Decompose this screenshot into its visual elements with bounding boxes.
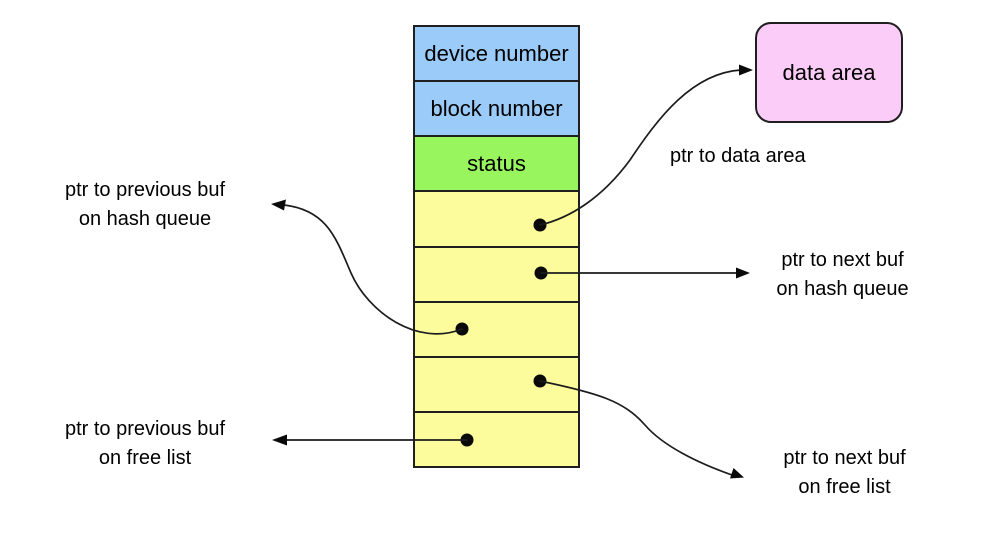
label-line: ptr to previous buf <box>64 418 226 440</box>
cell-ptr-prev-hash <box>415 300 578 356</box>
label-line: on free list <box>98 447 192 469</box>
label-ptr-next-free-list: ptr to next buf on free list <box>752 444 937 502</box>
label-ptr-prev-hash-queue: ptr to previous buf on hash queue <box>30 176 260 234</box>
arrowhead-right-icon <box>739 64 753 76</box>
label-ptr-next-hash-queue: ptr to next buf on hash queue <box>750 246 935 304</box>
label-line: on hash queue <box>78 208 212 230</box>
label-ptr-prev-free-list: ptr to previous buf on free list <box>30 415 260 473</box>
cell-ptr-next-hash <box>415 245 578 301</box>
arrowhead-right-icon <box>730 468 744 479</box>
arrowhead-left-icon <box>271 199 286 211</box>
arrowhead-right-icon <box>736 267 750 279</box>
cell-block-number: block number <box>415 80 578 136</box>
data-area-box: data area <box>755 22 903 123</box>
buffer-header-stack: device number block number status <box>413 25 580 468</box>
cell-status: status <box>415 135 578 191</box>
label-line: ptr to previous buf <box>64 179 226 201</box>
cell-device-number: device number <box>415 27 578 81</box>
label-line: ptr to next buf <box>781 249 904 271</box>
label-ptr-to-data-area: ptr to data area <box>670 145 806 167</box>
arrowhead-left-icon <box>272 434 287 446</box>
cell-ptr-next-free <box>415 355 578 411</box>
label-line: ptr to next buf <box>783 447 906 469</box>
label-line: on hash queue <box>776 278 909 300</box>
cell-ptr-data-area <box>415 190 578 246</box>
cell-ptr-prev-free <box>415 410 578 466</box>
label-line: on free list <box>798 476 891 498</box>
